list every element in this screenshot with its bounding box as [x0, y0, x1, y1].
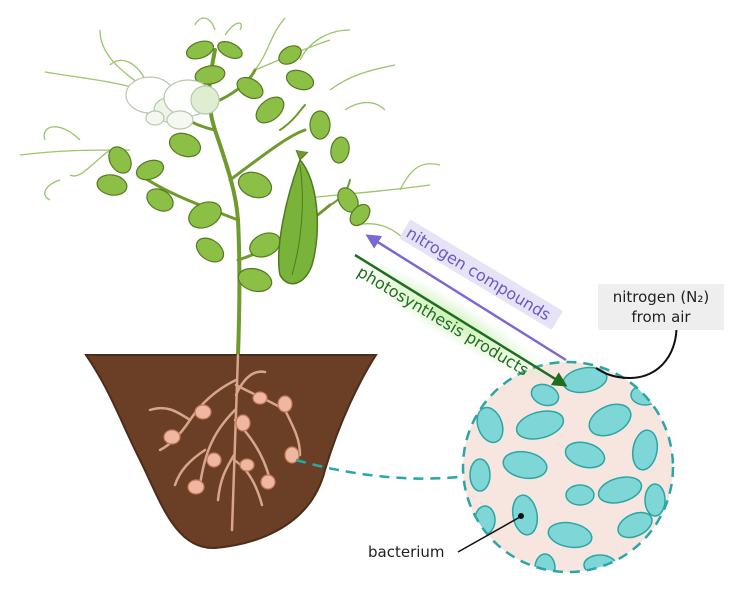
bacterium-callout: bacterium [368, 513, 524, 561]
pea-pod [277, 149, 319, 285]
leaves [96, 40, 371, 293]
bacteria-zoom-view [461, 360, 675, 574]
bacterium-label: bacterium [368, 543, 445, 561]
nitrogen-air-callout: nitrogen (N₂) from air [595, 284, 724, 380]
nitrogen-air-label-line1: nitrogen (N₂) [613, 288, 710, 306]
nitrogen-air-label-line2: from air [631, 308, 691, 326]
soil-pot [84, 354, 378, 550]
zoom-connector [295, 458, 469, 480]
photosynthesis-glow [348, 255, 556, 385]
root-nodules [163, 391, 300, 495]
photosynthesis-products-arrow [354, 253, 568, 387]
pea-flowers [125, 76, 220, 130]
nitrogen-compounds-arrow [365, 234, 567, 362]
